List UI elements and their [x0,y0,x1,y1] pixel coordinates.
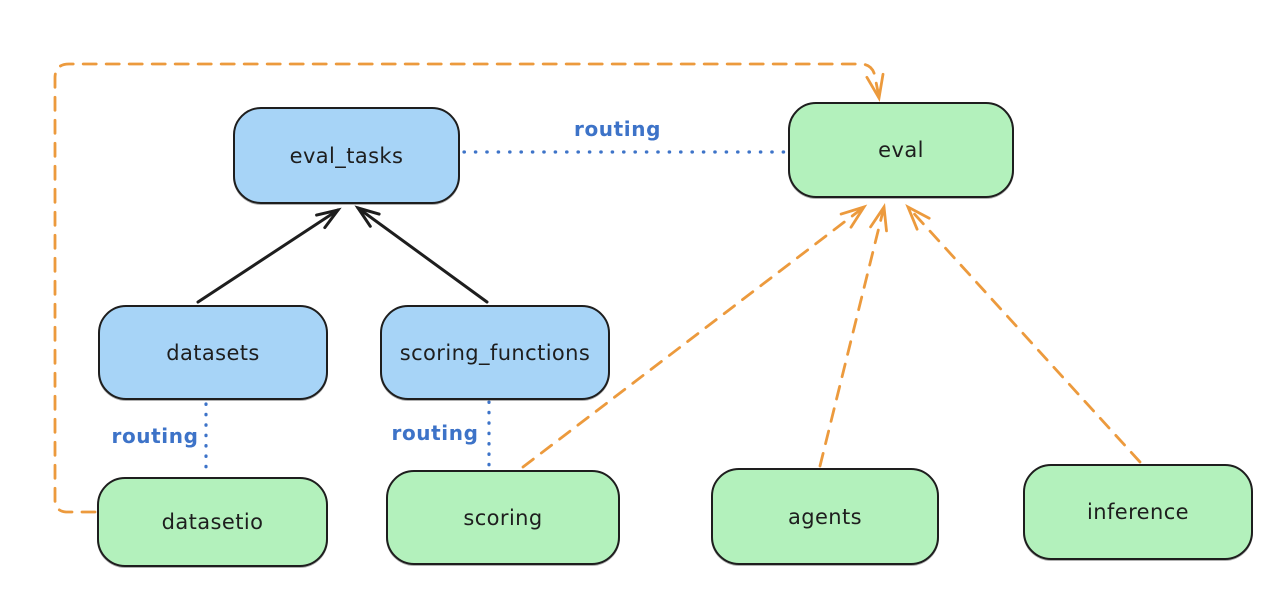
node-datasets: datasets [98,305,328,400]
edge-datasets-to-eval-tasks [196,208,340,304]
node-agents-label: agents [787,504,862,529]
node-scoring-label: scoring [463,505,543,530]
node-inference: inference [1023,464,1253,560]
arrowhead-agents-to-eval [869,203,888,233]
edge-inference-to-eval [906,205,1142,464]
arrowhead-datasets-to-eval-tasks [315,207,342,230]
routing-label-datasets-to-datasetio: routing [111,424,199,448]
node-eval-tasks-label: eval_tasks [289,143,404,168]
node-eval-label: eval [878,138,924,162]
node-agents: agents [711,468,939,565]
edge-datasetio-to-eval-loop [53,62,881,514]
node-eval: eval [788,102,1014,198]
node-datasetio: datasetio [97,477,328,567]
node-inference-label: inference [1087,500,1189,524]
node-scoring-functions: scoring_functions [380,305,610,400]
arrowhead-scoring-to-eval [839,204,868,229]
node-datasets-label: datasets [166,340,260,365]
node-datasetio-label: datasetio [161,510,264,534]
node-eval-tasks: eval_tasks [233,107,460,204]
routing-label-scoring-functions-to-scoring: routing [391,421,479,445]
node-scoring-functions-label: scoring_functions [399,340,591,365]
arrowhead-inference-to-eval [905,203,931,231]
arrowhead-scoring-functions-to-eval-tasks [354,205,381,228]
node-scoring: scoring [386,470,620,565]
edge-scoring-to-eval [521,205,866,469]
arrowhead-datasetio-to-eval [865,72,885,103]
routing-label-eval-tasks-to-eval: routing [573,117,661,141]
edge-agents-to-eval [818,205,886,468]
edge-scoring-functions-to-eval-tasks [356,206,489,304]
